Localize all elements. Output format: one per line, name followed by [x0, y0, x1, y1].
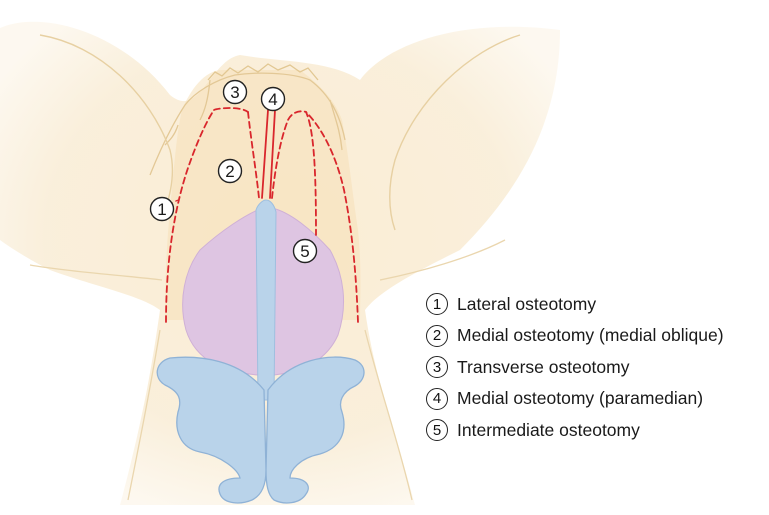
- callout-4-number: 4: [268, 90, 277, 109]
- legend-item-paramedian: 4 Medial osteotomy (paramedian): [426, 387, 766, 411]
- osteotomy-legend: 1 Lateral osteotomy 2 Medial osteotomy (…: [426, 292, 766, 450]
- nasal-bone-outline: [149, 72, 346, 176]
- callout-5: 5: [292, 238, 318, 264]
- medial-paramedian-osteotomy-line-right: [269, 109, 276, 199]
- legend-number: 2: [426, 324, 448, 347]
- callout-2-number: 2: [225, 162, 234, 181]
- osteotomy-lines: [165, 107, 359, 323]
- medial-oblique-osteotomy-line: [247, 111, 260, 199]
- medial-paramedian-osteotomy-line-left: [261, 109, 269, 199]
- legend-label: Transverse osteotomy: [457, 356, 630, 377]
- legend-label: Lateral osteotomy: [457, 293, 597, 314]
- lateral-osteotomy-line-right: [305, 111, 359, 323]
- callout-3-number: 3: [230, 83, 239, 102]
- callout-1: 1: [149, 196, 175, 222]
- callout-5-number: 5: [300, 242, 309, 261]
- callout-2: 2: [217, 158, 243, 184]
- nasion-suture: [207, 63, 319, 81]
- legend-number: 4: [426, 387, 448, 410]
- callout-3: 3: [222, 79, 248, 105]
- legend-label: Medial osteotomy (medial oblique): [457, 325, 724, 345]
- legend-item-transverse: 3 Transverse osteotomy: [426, 355, 766, 379]
- intermediate-osteotomy-line: [271, 110, 317, 236]
- frontal-bone-outline: [39, 34, 521, 231]
- transverse-osteotomy-line: [213, 107, 249, 113]
- legend-number: 3: [426, 356, 448, 378]
- legend-label: Intermediate osteotomy: [457, 419, 640, 440]
- legend-item-medial-oblique: 2 Medial osteotomy (medial oblique): [426, 324, 766, 348]
- legend-item-intermediate: 5 Intermediate osteotomy: [426, 418, 766, 442]
- alar-cartilages: [156, 356, 365, 504]
- legend-number: 5: [426, 419, 448, 441]
- maxilla-outline: [29, 239, 506, 501]
- legend-label: Medial osteotomy (paramedian): [457, 388, 704, 408]
- callout-4: 4: [260, 86, 286, 112]
- legend-number: 1: [426, 293, 448, 315]
- septal-cartilage: [255, 199, 277, 401]
- callout-1-number: 1: [157, 200, 166, 219]
- legend-item-lateral: 1 Lateral osteotomy: [426, 292, 766, 316]
